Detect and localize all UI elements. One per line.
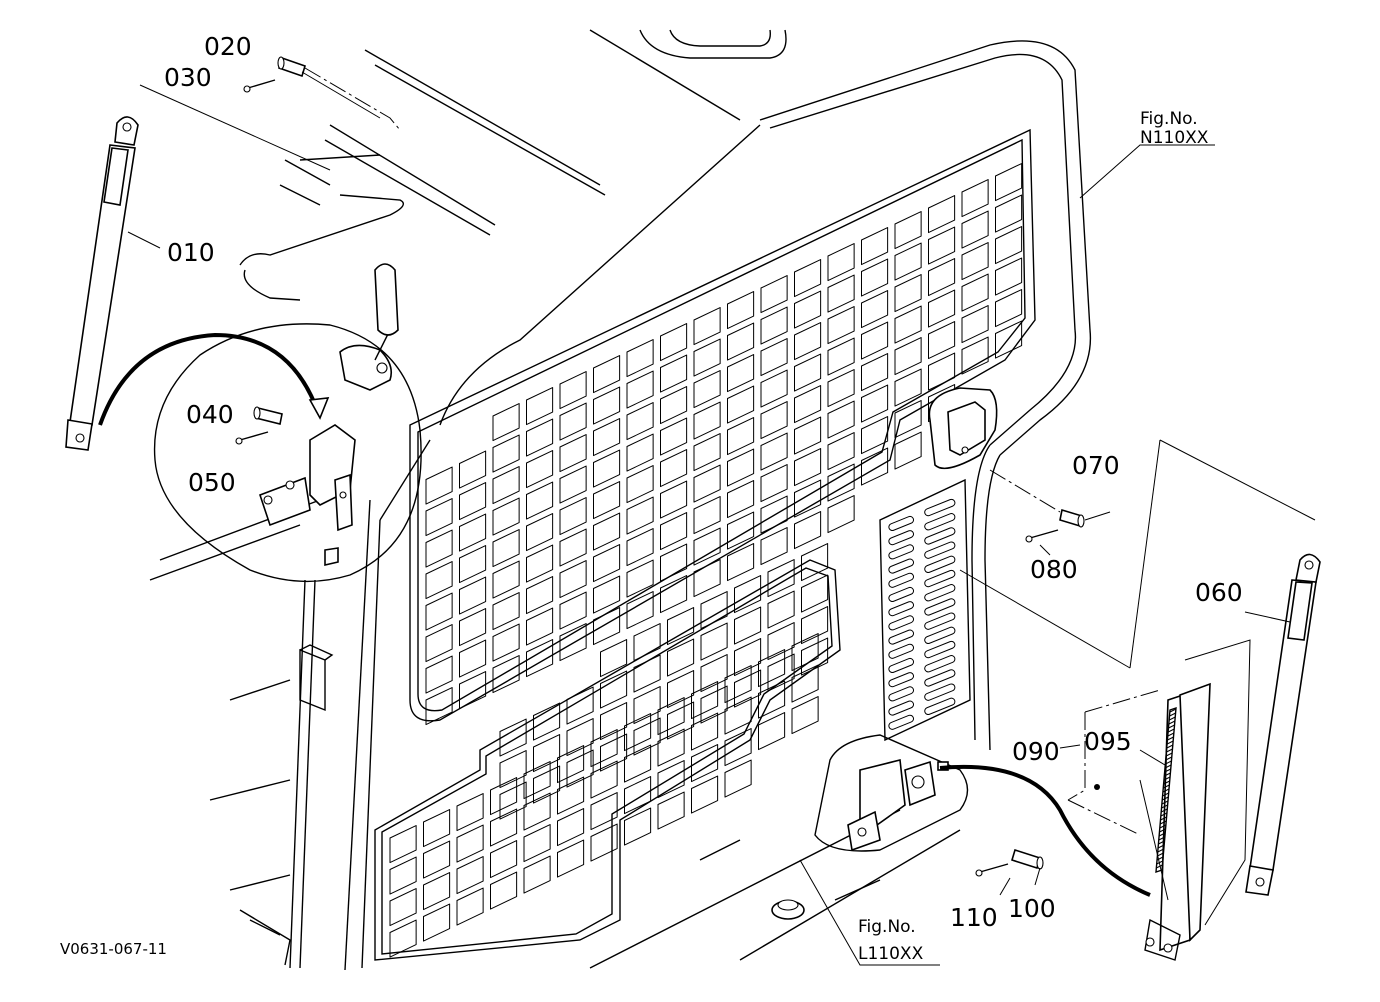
door-swing-arrow bbox=[98, 332, 320, 426]
document-id: V0631-067-11 bbox=[60, 940, 167, 958]
figure-reference-bottom: Fig.No. L110XX bbox=[858, 917, 924, 964]
pin-100 bbox=[1011, 848, 1044, 870]
clip-080 bbox=[1025, 529, 1059, 543]
pin-020 bbox=[277, 56, 306, 78]
door-rail-090 bbox=[1144, 682, 1211, 961]
hinge-detail-circle bbox=[153, 263, 422, 583]
gas-strut-060 bbox=[1245, 553, 1321, 896]
callout-040: 040 bbox=[186, 400, 234, 429]
pin-040 bbox=[253, 406, 283, 425]
callout-labels: 010 020 030 040 050 060 070 080 090 095 … bbox=[164, 32, 1243, 932]
figref-bottom-line1: Fig.No. bbox=[858, 917, 916, 937]
gas-strut-010 bbox=[65, 116, 139, 451]
clip-030 bbox=[243, 79, 276, 93]
callout-020: 020 bbox=[204, 32, 252, 61]
callout-110: 110 bbox=[950, 903, 998, 932]
callout-030: 030 bbox=[164, 63, 212, 92]
clip-050 bbox=[235, 431, 269, 445]
callout-090: 090 bbox=[1012, 737, 1060, 766]
figref-top-line1: Fig.No. bbox=[1140, 109, 1198, 129]
callout-010: 010 bbox=[167, 238, 215, 267]
leader-lines bbox=[127, 67, 1316, 966]
door-cable bbox=[939, 764, 1151, 897]
lower-grille-panel bbox=[374, 559, 841, 961]
upper-grille-panel bbox=[409, 128, 1036, 722]
lower-hinge-bracket bbox=[814, 734, 969, 852]
pin-070 bbox=[1059, 508, 1085, 528]
upper-right-bracket bbox=[928, 387, 998, 470]
callout-070: 070 bbox=[1072, 451, 1120, 480]
figref-bottom-line2: L110XX bbox=[858, 944, 924, 964]
upper-grille-cells bbox=[425, 163, 1023, 726]
callout-060: 060 bbox=[1195, 578, 1243, 607]
callout-050: 050 bbox=[188, 468, 236, 497]
callout-100: 100 bbox=[1008, 894, 1056, 923]
callout-080: 080 bbox=[1030, 555, 1078, 584]
figref-top-line2: N110XX bbox=[1140, 128, 1209, 148]
swing-arrow-head bbox=[308, 397, 330, 420]
figure-reference-top: Fig.No. N110XX bbox=[1140, 109, 1209, 148]
lower-grille-cells bbox=[389, 543, 829, 958]
panel-090-outline bbox=[1067, 689, 1161, 836]
stripe-095 bbox=[1156, 708, 1177, 869]
vent-slots bbox=[888, 498, 956, 730]
clip-110 bbox=[975, 863, 1009, 877]
callout-095: 095 bbox=[1084, 727, 1132, 756]
cab-frame bbox=[149, 29, 1092, 971]
